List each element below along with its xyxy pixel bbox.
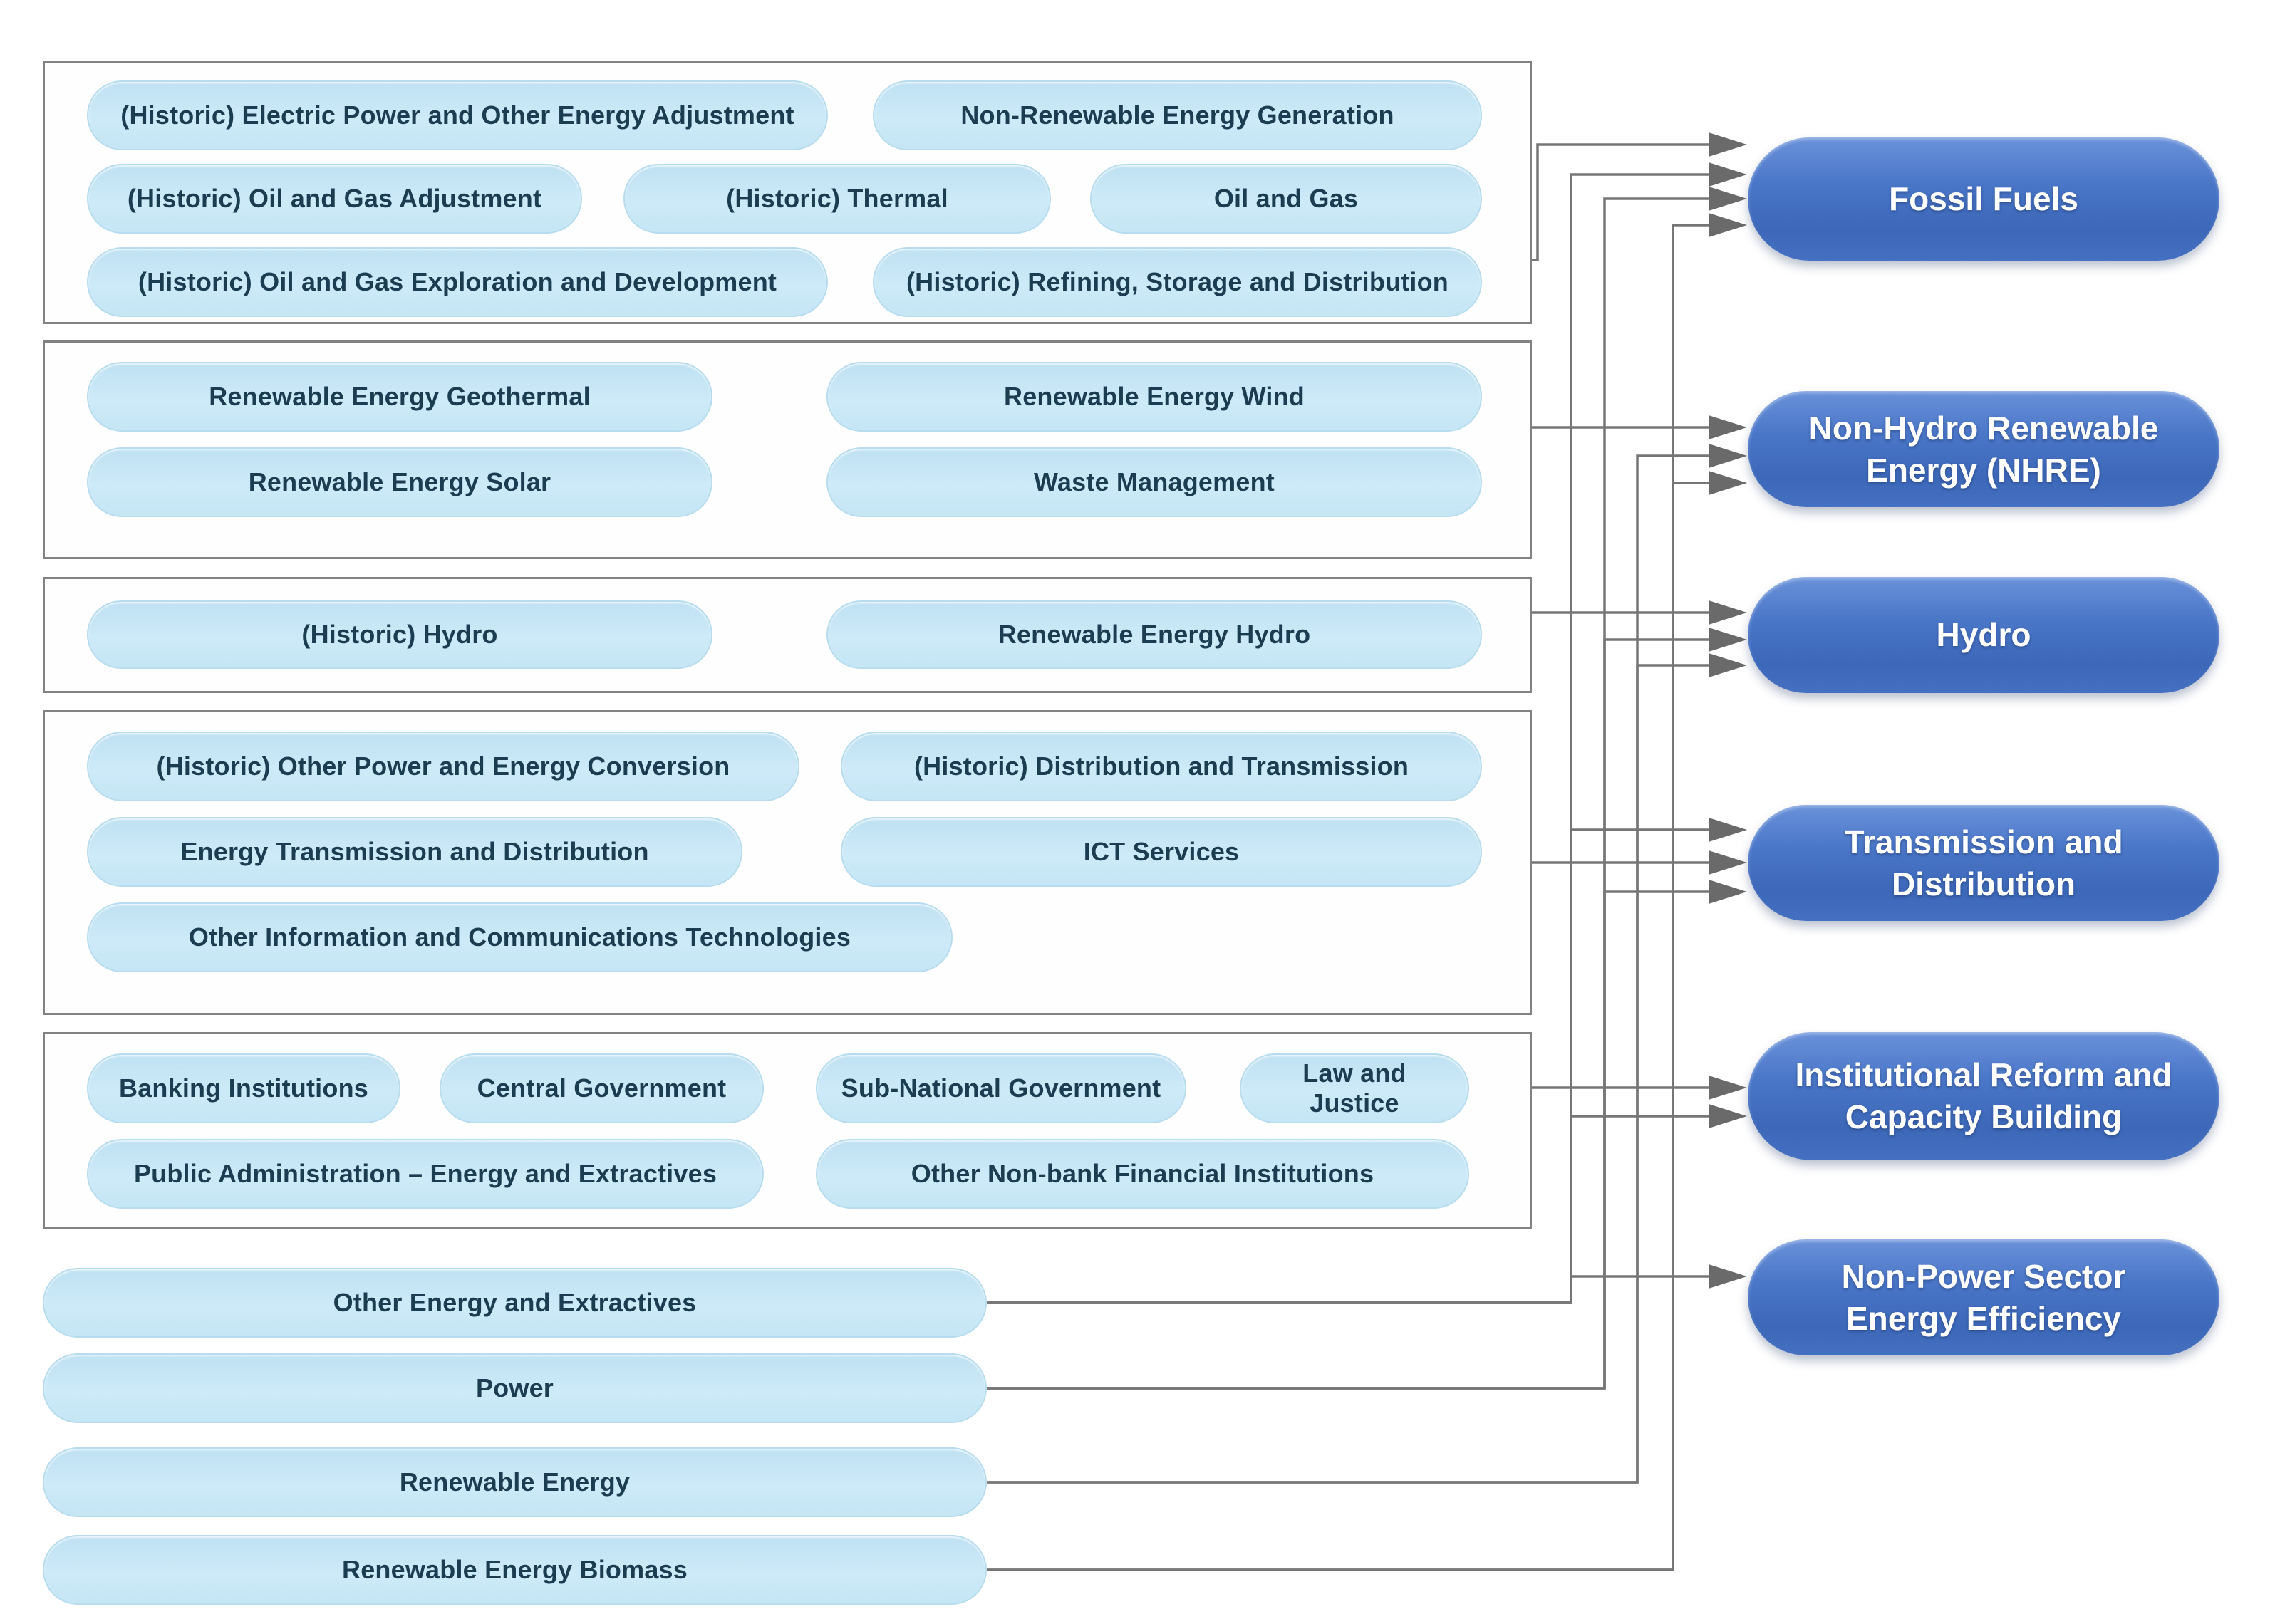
- pill-group-1-2: (Historic) Oil and Gas Adjustment: [87, 164, 582, 234]
- target-hydro: Hydro: [1748, 577, 2219, 693]
- pill-group-5-2: Sub-National Government: [816, 1053, 1186, 1123]
- target-label-line: Transmission and: [1844, 823, 2123, 860]
- pill-power: Power: [43, 1353, 987, 1423]
- target-label-line: Energy (NHRE): [1866, 451, 2101, 489]
- pill-group-4-0: (Historic) Other Power and Energy Conver…: [87, 732, 799, 801]
- pill-group-5-4: Public Administration – Energy and Extra…: [87, 1139, 764, 1209]
- pill-group-3-1: Renewable Energy Hydro: [826, 600, 1482, 669]
- pill-group-1-6: (Historic) Refining, Storage and Distrib…: [873, 247, 1482, 317]
- pill-group-5-5: Other Non-bank Financial Institutions: [816, 1139, 1469, 1209]
- target-label-line: Non-Hydro Renewable: [1808, 409, 2159, 447]
- pill-group-1-4: Oil and Gas: [1090, 164, 1482, 234]
- target-label-line: Non-Power Sector: [1841, 1257, 2126, 1295]
- target-label-line: Hydro: [1936, 616, 2031, 654]
- pill-group-2-3: Waste Management: [826, 447, 1482, 517]
- pill-group-1-3: (Historic) Thermal: [623, 164, 1051, 234]
- pill-group-1-1: Non-Renewable Energy Generation: [873, 80, 1482, 150]
- target-label-line: Distribution: [1891, 865, 2076, 902]
- target-fossil-fuels: Fossil Fuels: [1748, 137, 2219, 261]
- pill-group-2-2: Renewable Energy Solar: [87, 447, 712, 517]
- pill-group-1-0: (Historic) Electric Power and Other Ener…: [87, 80, 828, 150]
- pill-group-2-0: Renewable Energy Geothermal: [87, 362, 712, 432]
- pill-group-4-3: ICT Services: [841, 817, 1482, 887]
- target-label-line: Fossil Fuels: [1889, 180, 2078, 218]
- pill-group-2-1: Renewable Energy Wind: [826, 362, 1482, 432]
- pill-group-5-1: Central Government: [440, 1053, 764, 1123]
- target-label-line: Institutional Reform and: [1795, 1056, 2172, 1094]
- pill-other-energy-extractives: Other Energy and Extractives: [43, 1268, 987, 1338]
- pill-group-4-4: Other Information and Communications Tec…: [87, 902, 953, 972]
- pill-group-3-0: (Historic) Hydro: [87, 600, 712, 669]
- pill-group-4-2: Energy Transmission and Distribution: [87, 817, 742, 887]
- pill-group-4-1: (Historic) Distribution and Transmission: [841, 732, 1482, 801]
- target-label-line: Capacity Building: [1845, 1098, 2123, 1135]
- target-label-line: Energy Efficiency: [1845, 1299, 2122, 1337]
- pill-renewable-energy: Renewable Energy: [43, 1447, 987, 1517]
- pill-group-1-5: (Historic) Oil and Gas Exploration and D…: [87, 247, 828, 317]
- pill-renewable-energy-biomass: Renewable Energy Biomass: [43, 1535, 987, 1605]
- pill-group-5-3: Law and Justice: [1240, 1053, 1469, 1123]
- pill-group-5-0: Banking Institutions: [87, 1053, 400, 1123]
